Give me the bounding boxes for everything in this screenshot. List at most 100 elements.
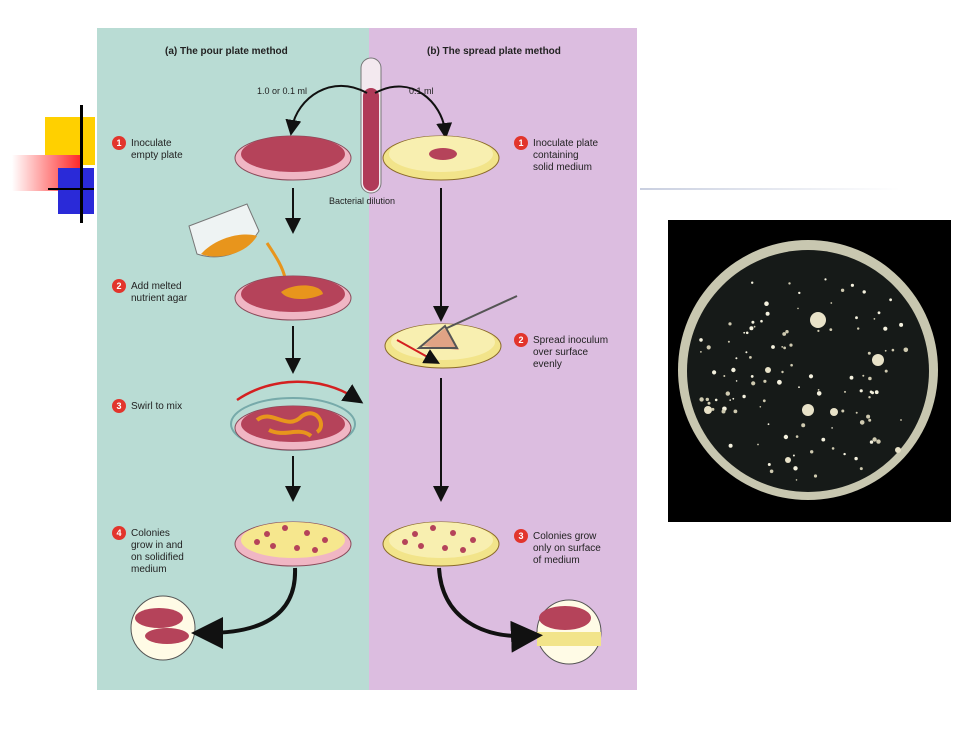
deco-title-rule (640, 188, 900, 190)
colony-small (762, 399, 766, 403)
colony-small (743, 331, 746, 334)
pour-zoom-inset (130, 595, 196, 661)
spread-step-2-badge (514, 333, 528, 347)
deco-blue-square (58, 168, 94, 214)
spread-heading: (b) The spread plate method (427, 46, 561, 57)
colony-small (844, 390, 846, 393)
pour-step-1-number: 1 (116, 138, 121, 148)
colony-small (801, 423, 806, 428)
colony-small (883, 326, 888, 331)
colony-small (705, 397, 709, 402)
colony-small (889, 298, 892, 302)
spread-dish-2 (384, 323, 502, 369)
colony-small (711, 407, 715, 411)
spread-step-1-text: solid medium (533, 162, 592, 173)
colony-small (771, 345, 775, 349)
colony-small (793, 466, 798, 471)
colony-small (868, 418, 872, 422)
colony-small (728, 443, 733, 448)
colony-small (751, 320, 755, 324)
pour-step-4-text: medium (131, 564, 167, 575)
colony-small (855, 411, 858, 414)
colony-small (830, 302, 833, 304)
colony-small (840, 288, 845, 292)
colony-small (831, 427, 833, 429)
spread-step-2-text: evenly (533, 359, 562, 370)
pour-volume-label: 1.0 or 0.1 ml (257, 86, 307, 96)
colony-small (816, 391, 822, 396)
colony-small (733, 409, 738, 414)
colony-dots (699, 278, 909, 481)
colony-small (777, 379, 782, 385)
colony-small (699, 338, 703, 342)
spread-zoom-arrow (437, 567, 543, 653)
pour-step-1-badge (112, 136, 126, 150)
colony-small (884, 369, 888, 373)
spread-step-1-number: 1 (518, 138, 523, 148)
colony-small (731, 367, 736, 373)
colony-small (742, 394, 746, 399)
colony-small (749, 356, 752, 359)
colony-small (899, 322, 904, 327)
spread-dish-3 (382, 521, 500, 567)
colony-small (868, 396, 871, 399)
colony-small (781, 346, 784, 348)
colony-small (753, 325, 756, 328)
colony-small (723, 375, 726, 377)
colony-small (732, 397, 735, 400)
colony-small (783, 346, 786, 350)
colony-small (850, 283, 854, 287)
colony-small (725, 391, 730, 396)
spread-step-3-number: 3 (518, 531, 523, 541)
colony-small (788, 282, 791, 285)
colony-small (843, 452, 846, 456)
colony-small (862, 374, 865, 377)
colony-small (859, 389, 863, 393)
petri-dish-agar (687, 250, 929, 492)
colony-large (830, 408, 838, 416)
colony-small (750, 375, 754, 378)
colony-small (829, 328, 833, 331)
spread-zoom-inset (536, 599, 602, 665)
pour-zoom-arrow (191, 567, 298, 649)
colony-small (813, 474, 818, 478)
colony-large (872, 354, 884, 366)
colony-small (792, 454, 795, 457)
pour-step-2-number: 2 (116, 281, 121, 291)
colony-small (867, 351, 871, 355)
spread-step-2-text: Spread inoculum (533, 335, 608, 346)
colony-small (712, 370, 717, 375)
colony-small (859, 467, 863, 471)
colony-small (735, 357, 738, 360)
colony-small (769, 469, 774, 474)
colony-small (872, 437, 877, 442)
pour-dish-3 (230, 397, 356, 451)
colony-small (729, 399, 731, 401)
plating-methods-diagram: (a) The pour plate method (b) The spread… (97, 28, 637, 690)
colony-small (735, 380, 738, 382)
colony-small (808, 374, 814, 379)
colony-small (869, 440, 874, 444)
colony-small (877, 311, 881, 315)
colony-small (900, 419, 902, 421)
colony-small (759, 406, 762, 408)
colony-small (817, 389, 820, 391)
colony-small (706, 345, 711, 350)
colony-small (866, 414, 871, 419)
colony-small (868, 376, 872, 381)
colony-small (824, 278, 827, 281)
spread-step-3-text: Colonies grow (533, 531, 597, 542)
arrow-to-pour-plate (285, 84, 368, 136)
colony-small (782, 332, 787, 336)
pour-step-4-number: 4 (116, 528, 121, 538)
spread-step-2-text: over surface (533, 347, 588, 358)
colony-small (751, 381, 756, 386)
pour-step-2-text: nutrient agar (131, 293, 188, 304)
deco-vertical-line (80, 105, 83, 223)
colony-small (751, 281, 754, 284)
flask-icon (188, 203, 287, 279)
colony-small (798, 291, 801, 295)
spread-step-3-text: of medium (533, 555, 580, 566)
